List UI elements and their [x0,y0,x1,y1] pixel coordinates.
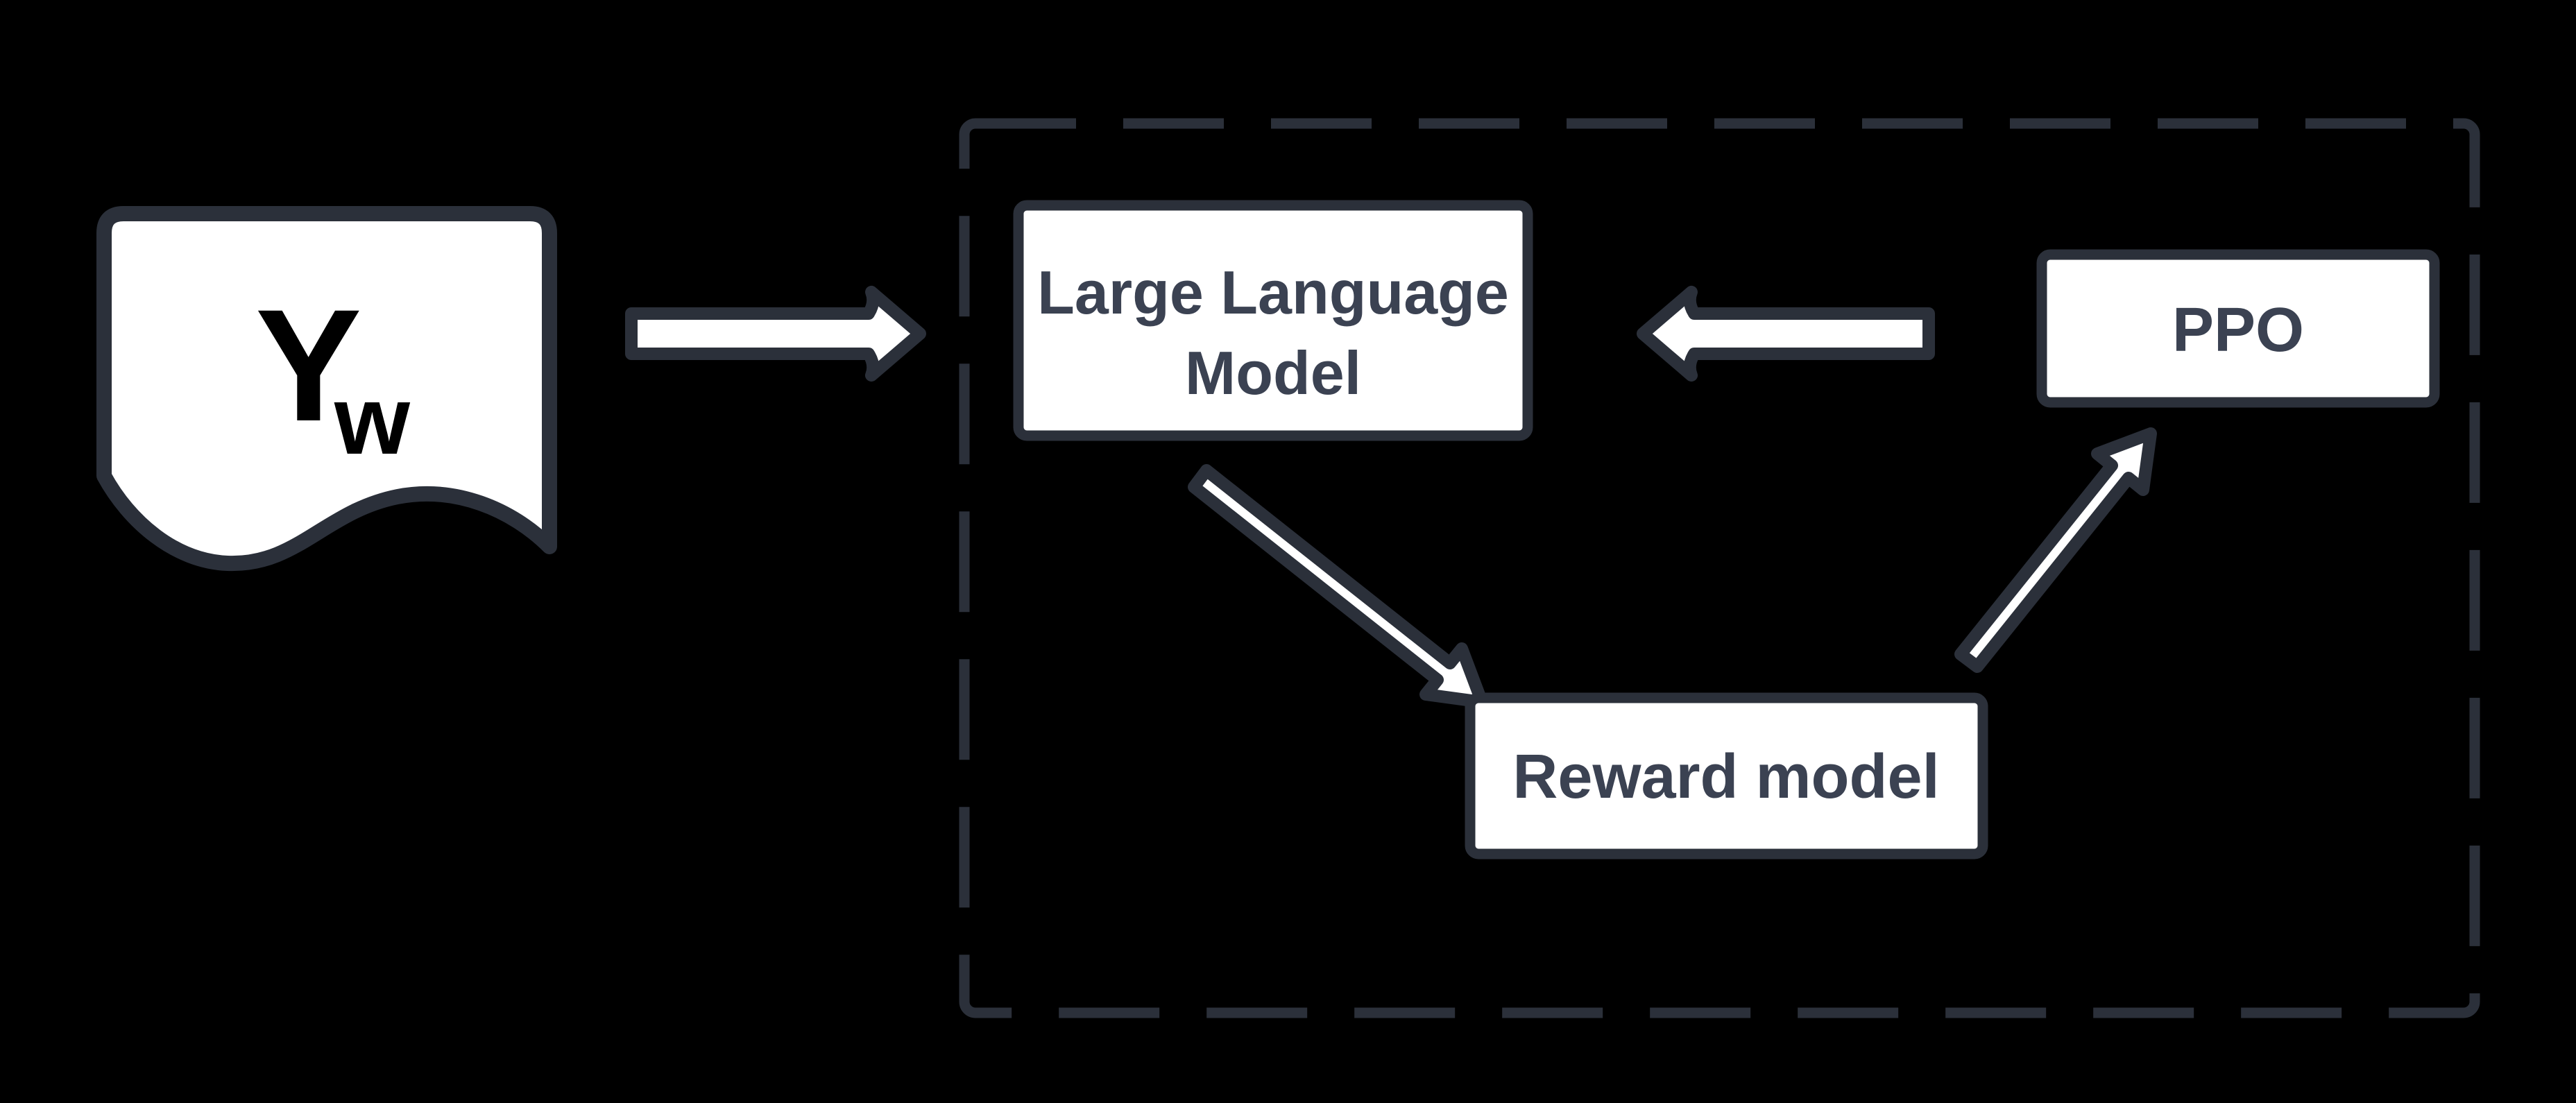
reward-model-label: Reward model [1512,742,1939,812]
ppo-label: PPO [2172,296,2304,365]
arrow-ppo-to-llm [1637,286,1935,382]
llm-box [1013,200,1533,441]
document-shape [96,206,557,572]
document-label-subscript: w [334,366,411,474]
ppo-box [2036,249,2440,408]
document-label-main: Y [255,276,361,454]
reward-model-box [1465,692,1988,860]
llm-label-line1: Large Language [1037,258,1509,327]
training-loop-dashed-container [959,118,2480,1018]
llm-label-line2: Model [1185,339,1361,407]
arrow-reward-to-ppo [1954,427,2157,673]
arrow-llm-to-reward [1188,464,1488,708]
arrow-yw-to-llm [625,286,926,382]
